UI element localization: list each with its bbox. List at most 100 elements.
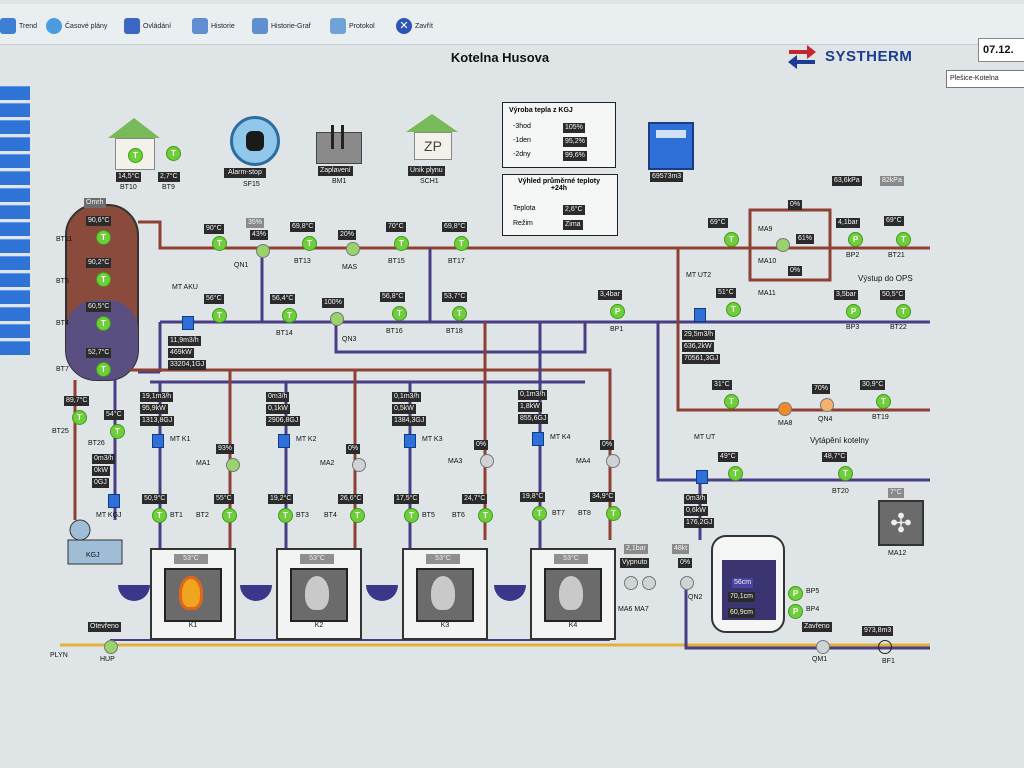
k2-flame-window: [290, 568, 348, 622]
top-temp-90-sensor-icon: T: [212, 236, 227, 251]
ma7-pump-icon[interactable]: [642, 576, 656, 590]
qm1-valve-icon[interactable]: [816, 640, 830, 654]
qn1-percent: 43%: [250, 230, 269, 240]
side-nav-item[interactable]: [0, 188, 30, 202]
tank-label-3: BT4: [56, 320, 69, 327]
side-nav-item[interactable]: [0, 205, 30, 219]
history-graph-button[interactable]: Historie-Graf: [252, 14, 311, 38]
bt10-sensor-icon: T: [128, 148, 143, 163]
clock-icon: [46, 18, 62, 34]
boiler-k2[interactable]: 53°C K2: [276, 548, 362, 640]
k4-power: 1,8kW: [518, 402, 542, 412]
side-nav-item[interactable]: [0, 290, 30, 304]
k4-name: K4: [568, 622, 578, 629]
production-label-2d: -2dny: [513, 151, 531, 158]
bt6-label: BT6: [452, 512, 465, 519]
mt-ut-label: MT UT: [694, 434, 716, 441]
side-nav-item[interactable]: [0, 120, 30, 134]
ma1-pump-icon[interactable]: [226, 458, 240, 472]
k3-meter-label: MT K3: [422, 436, 443, 443]
aku-power: 469kW: [168, 348, 194, 358]
ma10-pump-icon[interactable]: [776, 238, 790, 252]
tank-sensor-4-icon: T: [96, 362, 111, 377]
fan-icon[interactable]: ✣: [878, 500, 924, 546]
ma10-percent: 61%: [796, 234, 815, 244]
zp-icon-text: ZP: [414, 132, 452, 160]
k2-meter-label: MT K2: [296, 436, 317, 443]
protocol-button[interactable]: Protokol: [330, 14, 375, 38]
ma3-pump-icon[interactable]: [480, 454, 494, 468]
qn2-valve-icon[interactable]: [680, 576, 694, 590]
bt5-value: 17,5°C: [394, 494, 420, 504]
bt19-value: 30,9°C: [860, 380, 886, 390]
bt25-label: BT25: [52, 428, 69, 435]
hup-valve-icon[interactable]: [104, 640, 118, 654]
control-button[interactable]: Ovládání: [124, 14, 171, 38]
bt7-label: BT7: [552, 510, 565, 517]
side-nav-item[interactable]: [0, 154, 30, 168]
k1-power: 95,9kW: [140, 404, 168, 414]
side-nav-item[interactable]: [0, 137, 30, 151]
tank-sensor-1-icon: T: [96, 230, 111, 245]
ma8-pump-icon[interactable]: [778, 402, 792, 416]
ma9-label: MA9: [758, 226, 773, 233]
forecast-temp-value: 2,6°C: [563, 205, 585, 215]
time-plans-button[interactable]: Časové plány: [46, 14, 107, 38]
alarm-stop-icon[interactable]: [230, 116, 280, 166]
ma2-pump-icon[interactable]: [352, 458, 366, 472]
side-nav-item[interactable]: [0, 324, 30, 338]
boiler-k3[interactable]: 53°C K3: [402, 548, 488, 640]
side-nav-item[interactable]: [0, 103, 30, 117]
ut-sensor-icon: T: [728, 466, 743, 481]
ma8-label: MA8: [778, 420, 793, 427]
ma12-label: MA12: [888, 550, 907, 557]
bt18-value: 53,7°C: [442, 292, 468, 302]
side-nav-item[interactable]: [0, 239, 30, 253]
bt16-label: BT16: [386, 328, 403, 335]
ma4-pump-icon[interactable]: [606, 454, 620, 468]
ut2-power: 636,2kW: [682, 342, 714, 352]
ma6-pump-icon[interactable]: [624, 576, 638, 590]
side-nav-item[interactable]: [0, 273, 30, 287]
accumulator-header: Omrh: [84, 198, 106, 208]
qn2-label: QN2: [688, 594, 703, 601]
kgj-energy: 0GJ: [92, 478, 109, 488]
bt22-value: 50,5°C: [880, 290, 906, 300]
qn4-valve-icon[interactable]: [820, 398, 834, 412]
boiler-k4[interactable]: 53°C K4: [530, 548, 616, 640]
bp2-label: BP2: [846, 252, 860, 259]
qn3-valve-icon[interactable]: [330, 312, 344, 326]
boiler-k1[interactable]: 53°C K1: [150, 548, 236, 640]
side-nav-item[interactable]: [0, 256, 30, 270]
trend-button[interactable]: Trend: [0, 14, 37, 38]
date-display: 07.12.: [978, 38, 1024, 62]
ma1-label: MA1: [196, 460, 211, 467]
bt20-value: 48,7°C: [822, 452, 848, 462]
k3-flow: 0,1m3/h: [392, 392, 422, 402]
k4-pump-icon: [494, 585, 526, 601]
location-select[interactable]: Plešice-Kotelna: [946, 70, 1024, 88]
side-nav-item[interactable]: [0, 341, 30, 355]
bt5-sensor-icon: T: [404, 508, 419, 523]
bp3-value: 3,5bar: [834, 290, 858, 300]
control-icon: [124, 18, 140, 34]
side-nav-item[interactable]: [0, 86, 30, 100]
side-nav-item[interactable]: [0, 307, 30, 321]
ma11-percent: 0%: [788, 266, 803, 276]
qn1-valve-icon[interactable]: [256, 244, 270, 258]
bt7-value: 19,8°C: [520, 492, 546, 502]
k3-flame-window: [416, 568, 474, 622]
k2-power: 0,1kW: [266, 404, 290, 414]
qn3-loop: [334, 322, 587, 354]
side-nav-item[interactable]: [0, 222, 30, 236]
pressure-bar-a: 2,1bar: [624, 544, 648, 554]
k2-flow: 0m3/h: [266, 392, 290, 402]
ops-output-label: Výstup do OPS: [858, 274, 913, 283]
history-button[interactable]: Historie: [192, 14, 235, 38]
mas-pump-icon[interactable]: [346, 242, 360, 256]
close-button[interactable]: ✕Zavřít: [396, 14, 433, 38]
side-nav-item[interactable]: [0, 171, 30, 185]
k4-flow: 0,1m3/h: [518, 390, 548, 400]
bt4-label: BT4: [324, 512, 337, 519]
ut-temp: 49°C: [718, 452, 738, 462]
